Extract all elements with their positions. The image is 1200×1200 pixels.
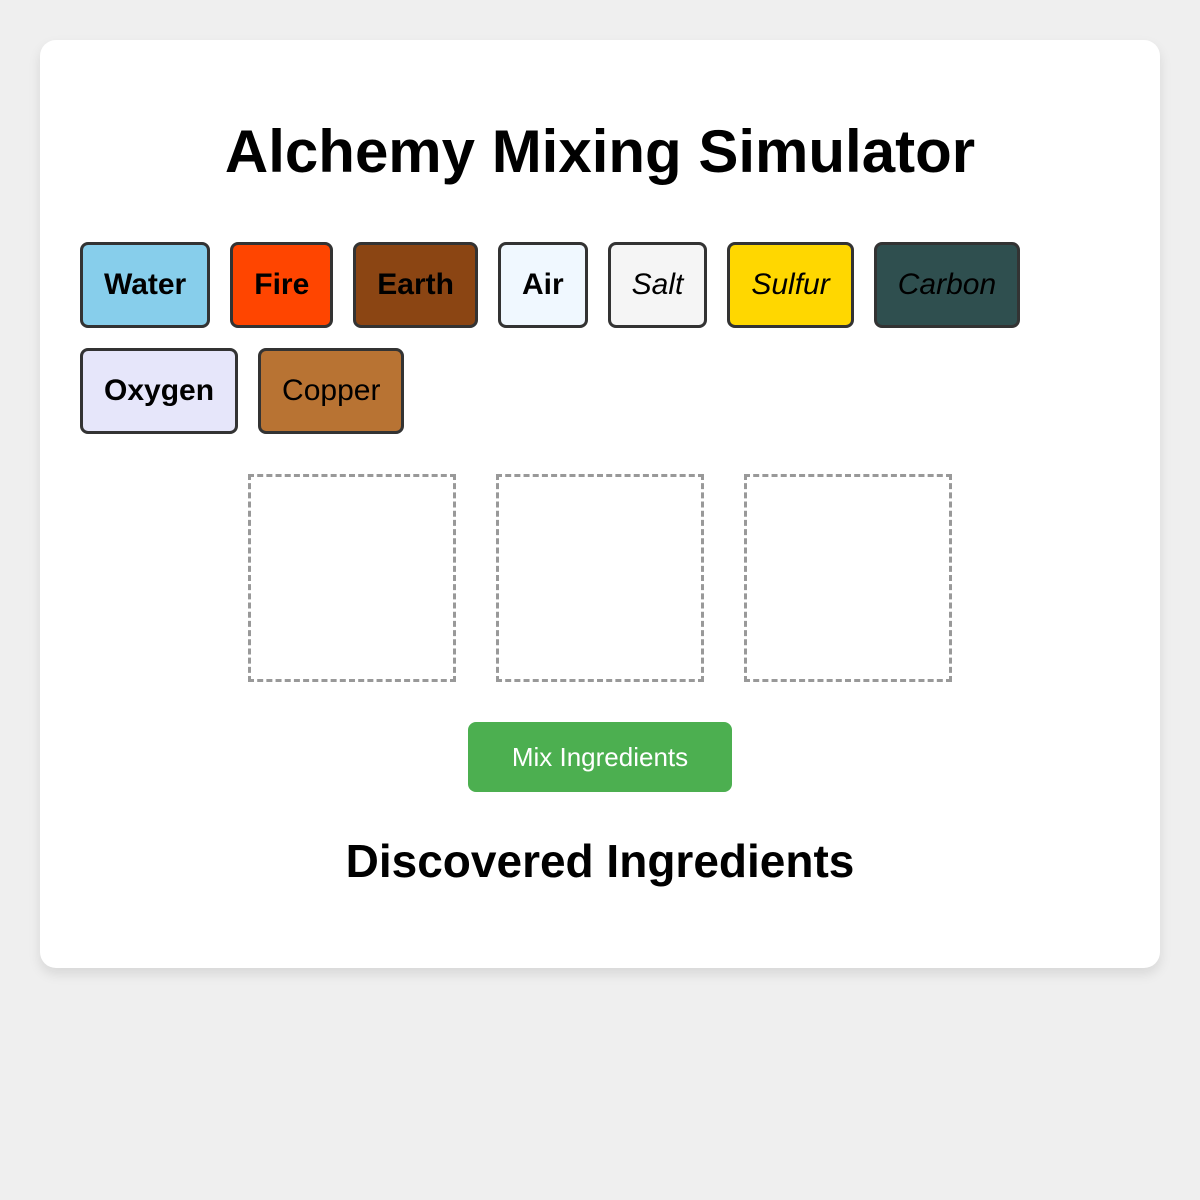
ingredient-oxygen[interactable]: Oxygen xyxy=(80,348,239,434)
mixing-slot-1[interactable] xyxy=(248,474,456,682)
ingredient-fire[interactable]: Fire xyxy=(230,242,334,328)
discovered-ingredients-heading: Discovered Ingredients xyxy=(345,835,855,887)
ingredient-carbon[interactable]: Carbon xyxy=(873,242,1021,328)
ingredient-list: Water Fire Earth Air Salt Sulfur Carbon … xyxy=(80,242,1120,434)
page-title: Alchemy Mixing Simulator xyxy=(224,118,976,185)
ingredient-copper[interactable]: Copper xyxy=(258,348,405,434)
ingredient-water[interactable]: Water xyxy=(80,242,211,328)
ingredient-salt[interactable]: Salt xyxy=(607,242,708,328)
mixing-slots xyxy=(248,474,952,682)
ingredient-earth[interactable]: Earth xyxy=(353,242,478,328)
mixing-slot-3[interactable] xyxy=(744,474,952,682)
simulator-card: Alchemy Mixing Simulator Water Fire Eart… xyxy=(40,40,1160,968)
ingredient-air[interactable]: Air xyxy=(497,242,588,328)
mix-ingredients-button[interactable]: Mix Ingredients xyxy=(468,722,732,792)
ingredient-sulfur[interactable]: Sulfur xyxy=(727,242,854,328)
mixing-slot-2[interactable] xyxy=(496,474,704,682)
